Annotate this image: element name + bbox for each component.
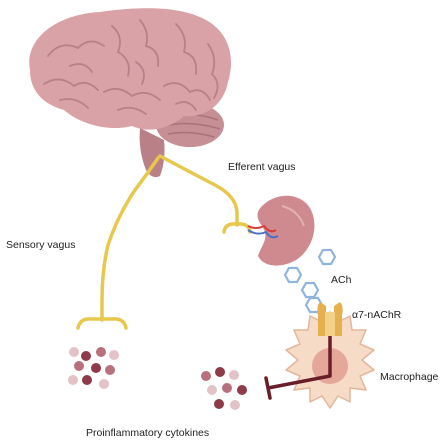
spleen-icon	[247, 195, 315, 266]
cytokine-icon	[237, 385, 247, 395]
cytokine-icon	[81, 351, 91, 361]
inhibition-bar	[264, 376, 272, 400]
sensory-vagus-terminal	[76, 317, 128, 330]
nerves	[76, 154, 252, 330]
efferent-vagus-terminal	[222, 222, 252, 234]
a7-nachr-receptor-icon	[317, 302, 343, 336]
cytokine-icon	[96, 347, 106, 357]
spleen-highlight	[281, 205, 305, 227]
ach-molecule-icon	[300, 281, 320, 299]
cytokine-cluster-right	[201, 367, 247, 410]
brainstem	[139, 128, 165, 178]
macrophage-label: Macrophage	[380, 371, 439, 383]
sensory-vagus-label: Sensory vagus	[6, 239, 76, 251]
cytokine-icon	[201, 371, 211, 381]
cytokine-icon	[214, 399, 224, 409]
splenic-vein	[247, 229, 279, 239]
spleen-body	[257, 195, 315, 266]
ach-label: ACh	[331, 274, 352, 286]
cytokine-cluster-left	[68, 347, 119, 389]
cytokine-icon	[82, 375, 92, 385]
efferent-vagus-label: Efferent vagus	[228, 161, 296, 173]
cytokine-icon	[229, 370, 239, 380]
cytokine-icon	[230, 400, 240, 410]
efferent-vagus-nerve	[158, 154, 239, 227]
cytokine-icon	[99, 379, 109, 389]
cytokine-icon	[69, 347, 79, 357]
cytokine-icon	[68, 375, 78, 385]
splenic-artery	[247, 224, 277, 233]
macrophage-icon	[264, 302, 375, 409]
brain-icon	[29, 8, 232, 178]
cytokine-icon	[74, 361, 84, 371]
ach-molecule-icon	[317, 248, 337, 266]
ach-molecule-icon	[283, 266, 303, 284]
inhibition-arrow-icon	[267, 336, 332, 390]
cerebrum	[29, 8, 232, 130]
cytokine-icon	[215, 367, 225, 377]
cytokine-icon	[105, 365, 115, 375]
receptor-label: α7-nAChR	[352, 309, 402, 321]
cytokines-label: Proinflammatory cytokines	[86, 427, 210, 439]
cytokine-icon	[207, 385, 217, 395]
cytokine-icon	[109, 350, 119, 360]
sensory-vagus-nerve	[100, 156, 160, 322]
brain-folds	[43, 19, 219, 115]
cytokine-icon	[222, 383, 232, 393]
cytokine-icon	[91, 363, 101, 373]
